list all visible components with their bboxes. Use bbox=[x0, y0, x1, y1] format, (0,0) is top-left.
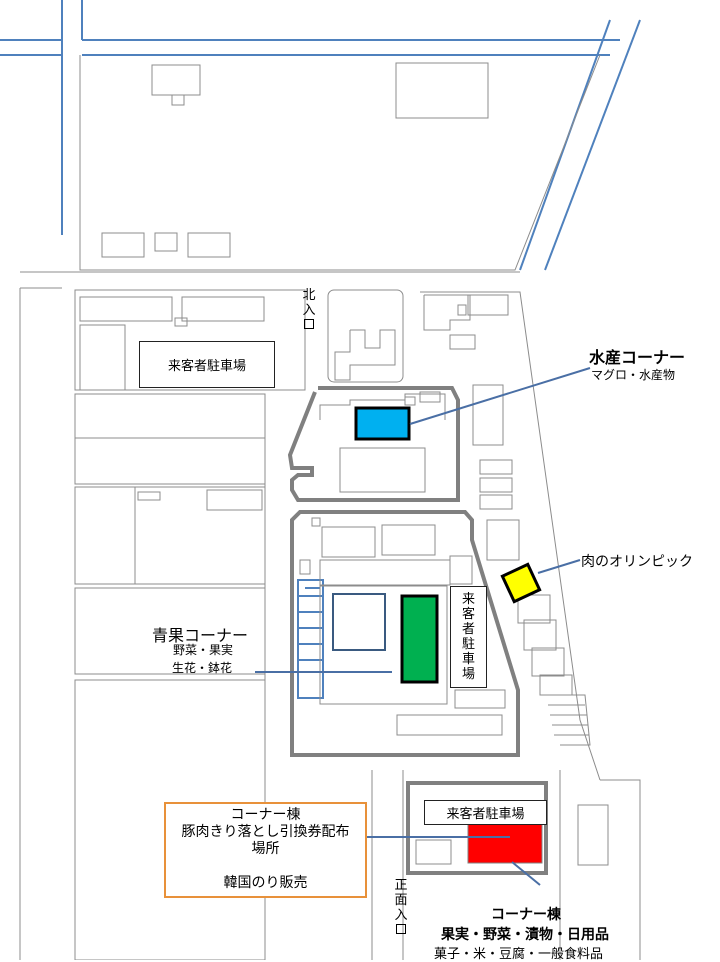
main-gate-label: 正 面 入 bbox=[394, 878, 408, 934]
corner-building-subtitle-1: 果実・野菜・漬物・日用品 bbox=[441, 927, 609, 943]
gate-marker-icon bbox=[304, 319, 314, 329]
market-enclosures bbox=[287, 386, 548, 875]
corner-building-subtitle-2: 菓子・米・豆腐・一般食料品 bbox=[434, 947, 604, 962]
produce-corner-subtitle-2: 生花・鉢花 bbox=[172, 661, 233, 675]
produce-corner-subtitle-1: 野菜・果実 bbox=[173, 643, 234, 657]
lot-lines bbox=[297, 579, 324, 699]
parking-nw-text: 来客者駐車場 bbox=[167, 359, 246, 374]
callout-line-4: 韓国のり販売 bbox=[223, 875, 308, 891]
north-gate-label: 北 入 bbox=[302, 288, 316, 329]
meat-olympic-title: 肉のオリンピック bbox=[581, 554, 693, 570]
parking-center-char: 客 bbox=[461, 607, 475, 622]
seafood-corner-title: 水産コーナー bbox=[589, 348, 686, 367]
parking-center-char: 場 bbox=[461, 667, 475, 682]
corner-building-title: コーナー棟 bbox=[491, 907, 561, 923]
callout-line-3: 場所 bbox=[251, 841, 280, 857]
parking-center-char: 来 bbox=[461, 592, 475, 607]
corner-building-callout-box: コーナー棟 豚肉きり落とし引換券配布 場所 韓国のり販売 bbox=[164, 802, 367, 898]
main-gate-char: 正 bbox=[394, 878, 408, 893]
parking-center-label: 来 客 者 駐 車 場 bbox=[450, 586, 487, 688]
seafood-corner-subtitle: マグロ・水産物 bbox=[591, 368, 676, 382]
corner-building-marker bbox=[467, 819, 543, 864]
main-gate-char: 面 bbox=[394, 893, 408, 908]
main-gate-char: 入 bbox=[394, 908, 408, 923]
leader-lines bbox=[255, 367, 591, 886]
callout-line-2: 豚肉きり落とし引換券配布 bbox=[181, 824, 350, 840]
north-gate-char: 北 bbox=[302, 288, 316, 303]
north-gate-char: 入 bbox=[302, 303, 316, 318]
meat-olympic-marker bbox=[500, 562, 542, 604]
parking-south-text: 来客者駐車場 bbox=[446, 807, 525, 822]
parking-center-char: 駐 bbox=[461, 637, 475, 652]
roads bbox=[0, 0, 641, 271]
seafood-corner-marker bbox=[354, 406, 411, 441]
callout-line-1: コーナー棟 bbox=[230, 807, 301, 823]
gate-marker-icon bbox=[396, 924, 406, 934]
parking-nw-label: 来客者駐車場 bbox=[139, 341, 275, 388]
parking-center-char: 車 bbox=[461, 652, 475, 667]
parking-center-char: 者 bbox=[461, 622, 475, 637]
produce-corner-marker bbox=[400, 594, 439, 684]
city-blocks bbox=[19, 54, 641, 960]
produce-corner-title: 青果コーナー bbox=[152, 626, 249, 645]
parking-south-label: 来客者駐車場 bbox=[424, 800, 547, 825]
market-buildings bbox=[319, 391, 506, 865]
